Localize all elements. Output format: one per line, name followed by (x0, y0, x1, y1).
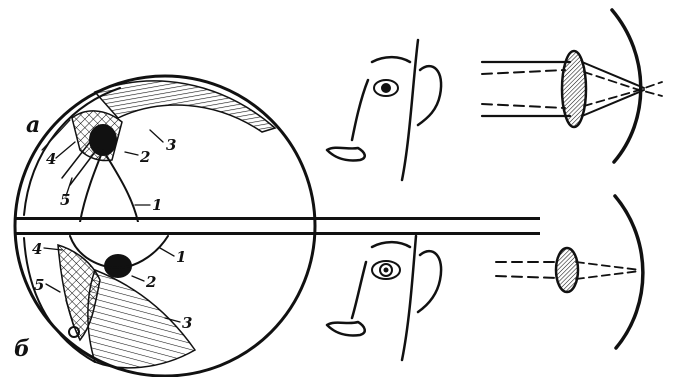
label-top-1: 1 (152, 196, 162, 214)
label-top-2: 2 (139, 148, 150, 166)
eye-bottom-half (24, 236, 195, 368)
label-bottom-5: 5 (34, 276, 44, 294)
ray-diagram-far (482, 10, 662, 162)
label-top-3: 3 (166, 136, 176, 154)
lens-near-icon (556, 248, 578, 292)
label-bottom-1: 1 (176, 248, 186, 266)
ciliary-muscle-bottom (88, 270, 195, 368)
panel-label-a: а (26, 112, 40, 138)
label-top-4: 4 (46, 150, 56, 168)
face-far (327, 40, 441, 180)
label-top-5: 5 (60, 191, 70, 209)
label-bottom-3: 3 (182, 314, 192, 332)
eye-section: а б 1 2 3 4 5 1 2 3 4 5 (14, 76, 540, 376)
label-bottom-2: 2 (145, 273, 156, 291)
face-near (327, 236, 441, 360)
divider-line-bottom (14, 232, 540, 235)
divider-line-top (14, 217, 540, 220)
panel-label-b: б (14, 336, 30, 362)
label-bottom-4: 4 (32, 240, 42, 258)
